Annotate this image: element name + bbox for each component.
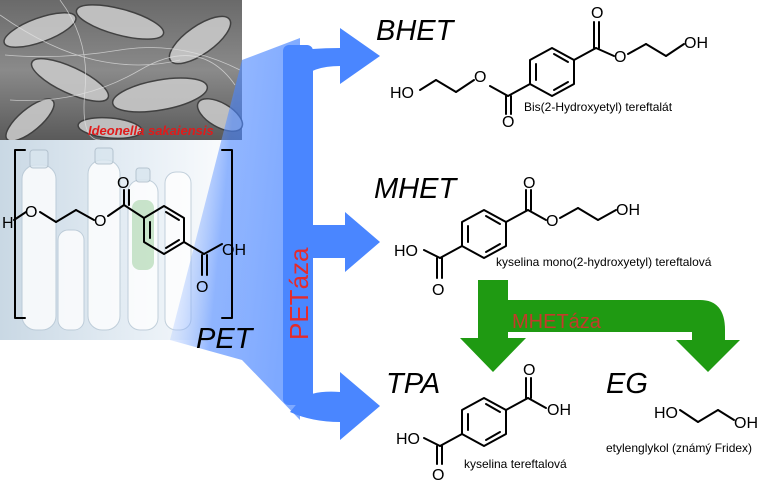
- mhet-caption: kyselina mono(2-hydroxyetyl) tereftalová: [496, 255, 712, 269]
- tpa-caption: kyselina tereftalová: [464, 457, 567, 471]
- eg-caption: etylenglykol (známý Fridex): [606, 441, 752, 455]
- bhet-o2-atom: O: [614, 49, 626, 66]
- mhet-ho-atom: HO: [394, 243, 418, 260]
- tpa-ho-atom: HO: [396, 431, 420, 448]
- eg-name: EG: [606, 368, 648, 400]
- pet-structure: H O O O OH O PET: [2, 149, 255, 355]
- pet-o3-atom: O: [117, 175, 129, 192]
- bhet-oh-atom: OH: [684, 35, 708, 52]
- mhet-o1-atom: O: [523, 175, 535, 192]
- bhet-o3-atom: O: [502, 114, 514, 131]
- tpa-oh-atom: OH: [547, 402, 571, 419]
- eg-oh-atom: OH: [734, 415, 758, 432]
- tpa-o2-atom: O: [432, 467, 444, 484]
- mhet-o3-atom: O: [432, 282, 444, 299]
- tpa-name: TPA: [386, 368, 440, 400]
- bhet-o1-atom: O: [591, 5, 603, 22]
- bhet-name: BHET: [376, 15, 456, 47]
- mhet-structure: MHET O O OH HO O kyselina mono(2-hydroxy…: [374, 173, 712, 299]
- bhet-ho-atom: HO: [390, 85, 414, 102]
- mhet-name: MHET: [374, 173, 458, 205]
- mhetase-label: MHETáza: [512, 311, 602, 333]
- pet-o2-atom: O: [94, 213, 106, 230]
- bhet-structure: BHET O O OH O O HO Bis(2-Hydroxyetyl) te…: [376, 5, 708, 131]
- pet-name: PET: [196, 323, 255, 355]
- pet-oh-atom: OH: [222, 242, 246, 259]
- green-arrow-group: [460, 280, 740, 372]
- pet-o4-atom: O: [196, 279, 208, 296]
- blue-arrow-group: [283, 28, 380, 440]
- eg-structure: EG HO OH etylenglykol (známý Fridex): [606, 368, 758, 455]
- pet-h-atom: H: [2, 215, 14, 232]
- pet-o1-atom: O: [25, 204, 37, 221]
- bacteria-micrograph: Ideonella sakaiensis: [0, 0, 244, 142]
- mhet-o2-atom: O: [546, 213, 558, 230]
- bhet-caption: Bis(2-Hydroxyetyl) tereftalát: [524, 100, 673, 114]
- bacteria-label: Ideonella sakaiensis: [88, 123, 214, 138]
- eg-ho-atom: HO: [654, 405, 678, 422]
- pet-bottles-photo: [0, 140, 250, 340]
- blue-fan: [170, 38, 300, 420]
- tpa-structure: TPA O OH HO O kyselina tereftalová: [386, 362, 571, 484]
- tpa-o1-atom: O: [523, 362, 535, 379]
- mhet-oh-atom: OH: [616, 202, 640, 219]
- bhet-o4-atom: O: [474, 69, 486, 86]
- petase-label: PETáza: [284, 247, 314, 340]
